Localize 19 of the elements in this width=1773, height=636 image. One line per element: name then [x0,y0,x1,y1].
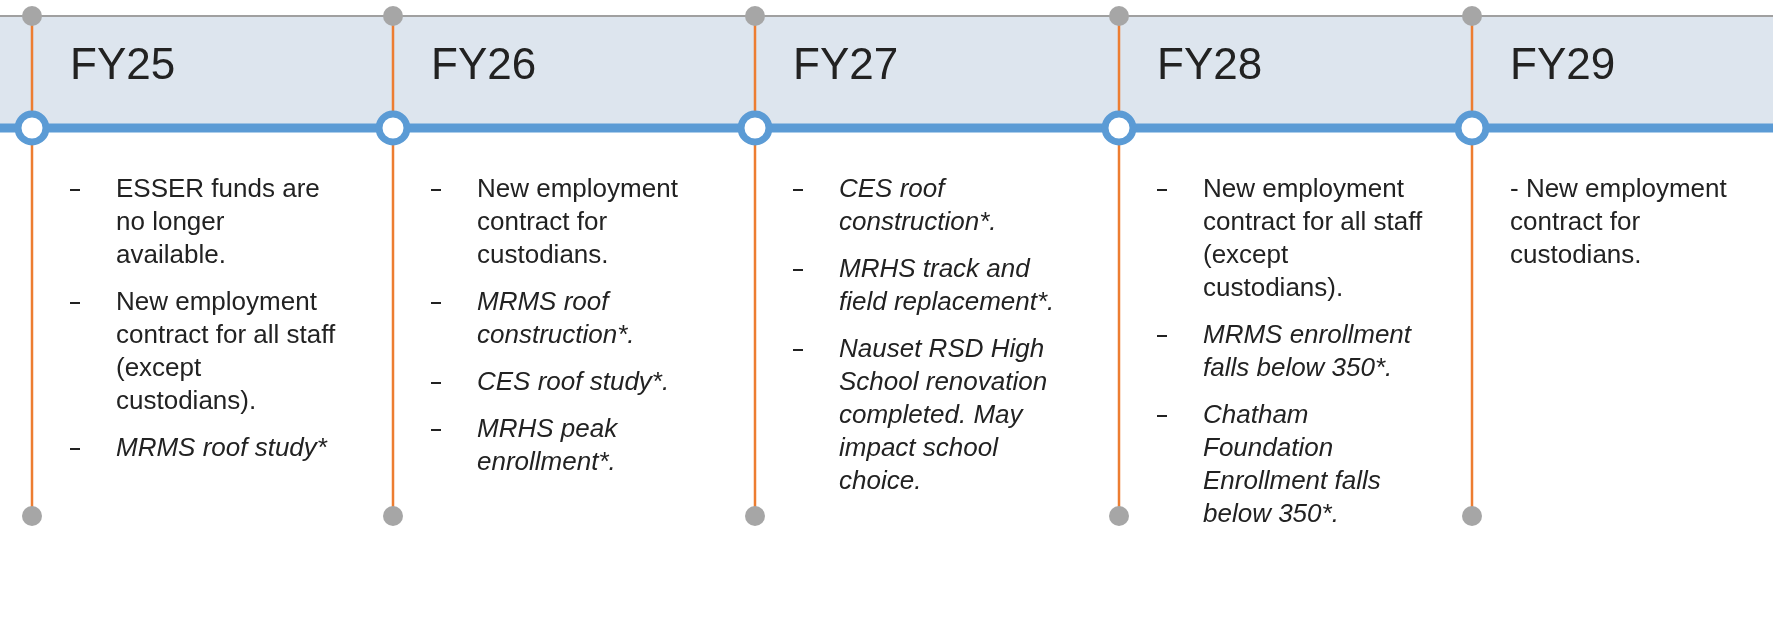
bullet-text: MRHS track and field replacement*. [839,252,1056,318]
bullet-text: Chatham Foundation Enrollment falls below 350*. [1203,398,1382,530]
bullet-text: CES roof construction*. [839,172,998,238]
bullet-text: New employment contract for all staff (except custodians). [116,285,336,417]
year-heading: FY29 [1510,38,1616,90]
bullet-text: MRMS enrollment falls below 350*. [1203,318,1413,384]
bullet-text: ESSER funds are no longer available. [116,172,321,271]
bullet-text: MRMS roof construction*. [477,285,636,351]
bullet-text: CES roof study*. [477,365,671,398]
year-heading: FY28 [1157,38,1263,90]
bullet-text: MRMS roof study* [116,431,329,464]
bullet-text: - New employment contract for custodians. [1510,172,1728,271]
bullet-text: New employment contract for custodians. [477,172,679,271]
year-heading: FY26 [431,38,537,90]
bullet-text: Nauset RSD High School renovation completed. May impact school choice. [839,332,1049,497]
year-heading: FY25 [70,38,176,90]
bullet-text: MRHS peak enrollment*. [477,412,619,478]
year-heading: FY27 [793,38,899,90]
bullet-text: New employment contract for all staff (except custodians). [1203,172,1423,304]
